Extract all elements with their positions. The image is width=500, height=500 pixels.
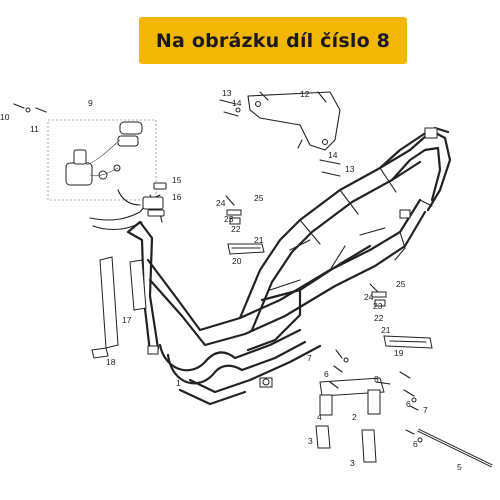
callout-2: 2 — [352, 412, 357, 422]
callout-21a: 21 — [254, 235, 264, 245]
main-frame — [126, 126, 452, 406]
callout-25a: 25 — [254, 193, 264, 203]
callout-13b: 13 — [345, 164, 355, 174]
callout-24b: 24 — [364, 292, 374, 302]
callout-15: 15 — [172, 175, 182, 185]
callout-14b: 14 — [328, 150, 338, 160]
callout-16: 16 — [172, 192, 182, 202]
callout-4: 4 — [317, 412, 322, 422]
callout-22b: 22 — [374, 313, 384, 323]
hardware — [13, 99, 423, 443]
callout-24a: 24 — [216, 198, 226, 208]
callout-7a: 7 — [307, 353, 312, 363]
callout-7b: 7 — [423, 405, 428, 415]
callout-12: 12 — [300, 89, 310, 99]
banner-text: Na obrázku díl číslo 8 — [155, 29, 391, 52]
part-number-banner: Na obrázku díl číslo 8 — [139, 17, 407, 64]
callout-25b: 25 — [396, 279, 406, 289]
callout-21b: 21 — [381, 325, 391, 335]
callout-14a: 14 — [232, 98, 242, 108]
callout-6c: 6 — [413, 439, 418, 449]
callout-3a: 3 — [308, 436, 313, 446]
callout-19: 19 — [394, 348, 404, 358]
steering-assembly — [89, 182, 167, 359]
callout-22a: 22 — [231, 224, 241, 234]
bracket-12 — [247, 91, 341, 151]
callout-13a: 13 — [222, 88, 232, 98]
axle-5 — [417, 428, 493, 468]
callout-1: 1 — [176, 378, 181, 388]
callout-6b: 6 — [406, 399, 411, 409]
footrest-left — [226, 209, 265, 255]
callout-23a: 23 — [224, 214, 234, 224]
callout-8: 8 — [374, 374, 379, 384]
callout-20: 20 — [232, 256, 242, 266]
center-stand — [315, 377, 385, 463]
ignition-lock-set — [47, 119, 157, 201]
callout-11: 11 — [30, 124, 39, 134]
footrest-right — [371, 291, 433, 349]
callout-3b: 3 — [350, 458, 355, 468]
callout-6a: 6 — [324, 369, 329, 379]
callout-18: 18 — [106, 357, 116, 367]
callout-9: 9 — [88, 98, 93, 108]
callout-5: 5 — [457, 462, 462, 472]
callout-17: 17 — [122, 315, 132, 325]
callout-labels: 9 10 11 13 14 12 14 13 15 16 24 25 23 22… — [0, 88, 462, 472]
callout-23b: 23 — [373, 301, 383, 311]
callout-10: 10 — [0, 112, 10, 122]
